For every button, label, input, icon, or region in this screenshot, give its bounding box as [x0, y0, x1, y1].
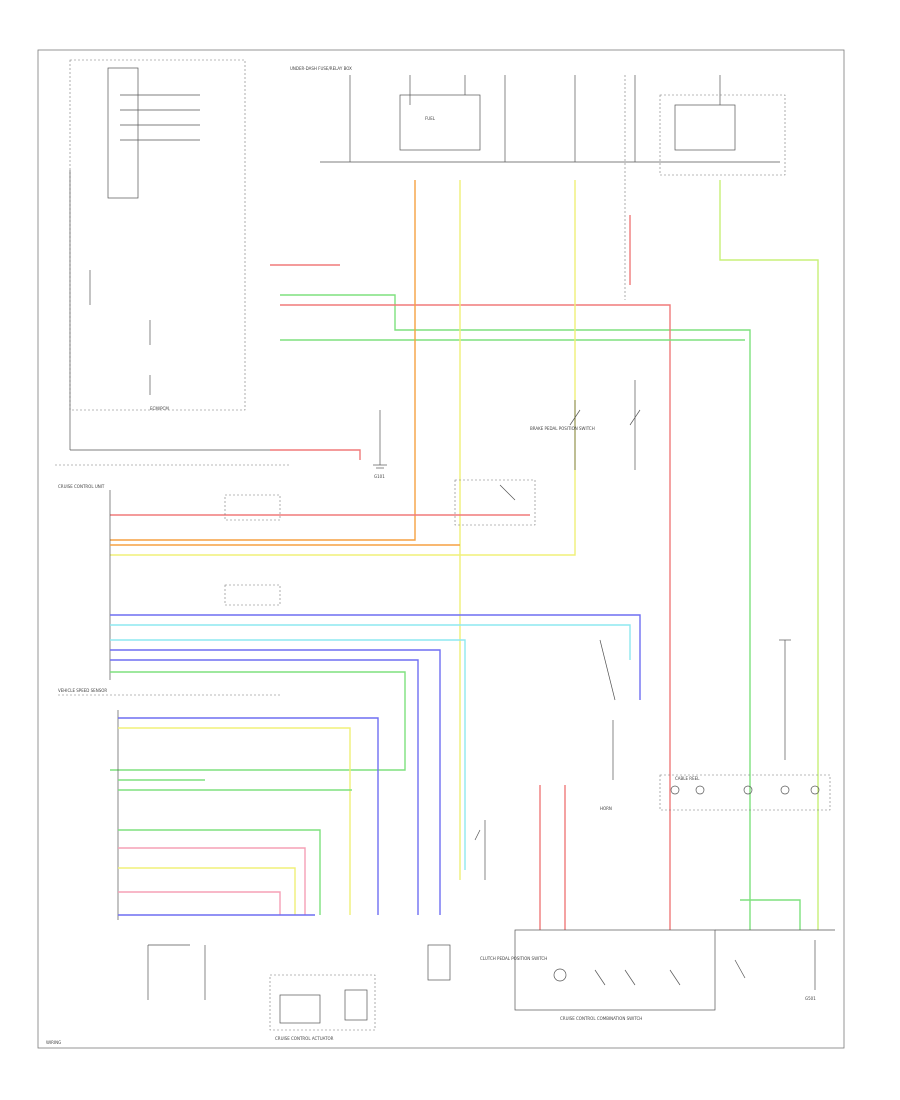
horn-label: HORN	[600, 806, 612, 811]
cable-reel: CABLE REEL	[659, 774, 831, 811]
wire-light-blue-1	[110, 624, 631, 660]
ecm-block: ECM/PCM	[69, 59, 290, 451]
ecm-label: ECM/PCM	[150, 406, 169, 411]
clutch-switch: CLUTCH PEDAL POSITION SWITCH	[427, 820, 547, 981]
main-relay-label: FUEL	[425, 116, 436, 121]
horn-block: HORN	[599, 639, 791, 811]
wire-green-1	[280, 294, 751, 930]
cruise-control-unit: CRUISE CONTROL UNIT	[55, 464, 290, 680]
wire-green-6	[118, 829, 321, 915]
relay-icon	[399, 94, 481, 151]
wire-blue-1	[110, 649, 441, 915]
fuse-relay-box: UNDER-DASH FUSE/RELAY BOX FUEL	[290, 66, 786, 300]
clutch-switch-label: CLUTCH PEDAL POSITION SWITCH	[480, 956, 547, 961]
ground-g4-label: G501	[805, 996, 816, 1001]
lower-wires	[118, 717, 801, 930]
diagram-frame	[37, 49, 845, 1049]
wire-red-1	[280, 304, 671, 930]
wire-blue-2	[110, 659, 419, 915]
wire-pink-2	[118, 891, 281, 915]
steering-switch-label: CRUISE CONTROL COMBINATION SWITCH	[560, 1016, 642, 1021]
wire-yellow-4	[118, 867, 296, 915]
ground-g1-label: G101	[374, 474, 385, 479]
wire-purple-1	[110, 614, 641, 700]
switch-icon	[734, 959, 746, 979]
wire-blue-3	[118, 717, 379, 915]
wire-green-3	[110, 671, 406, 771]
wire-yellow-green	[719, 180, 819, 930]
brake-switch-label: BRAKE PEDAL POSITION SWITCH	[530, 426, 595, 431]
cable-reel-label: CABLE REEL	[675, 776, 700, 781]
wire-red-ground	[270, 449, 361, 460]
wire-yellow-3	[118, 727, 351, 915]
wire-yellow-2	[110, 180, 576, 556]
vss-block: VEHICLE SPEED SENSOR	[58, 688, 280, 920]
vss-label: VEHICLE SPEED SENSOR	[58, 688, 107, 693]
fuse-box-label: UNDER-DASH FUSE/RELAY BOX	[290, 66, 352, 71]
ground-icon: G101	[373, 410, 387, 479]
steering-switch: CRUISE CONTROL COMBINATION SWITCH	[514, 929, 835, 1021]
wire-light-blue-2	[110, 639, 466, 870]
mid-wires	[110, 544, 641, 915]
brake-switch: BRAKE PEDAL POSITION SWITCH	[454, 380, 641, 526]
cruise-unit-label: CRUISE CONTROL UNIT	[58, 484, 105, 489]
wire-orange	[110, 180, 416, 541]
page-code: WIRING	[46, 1040, 61, 1045]
actuator-block: CRUISE CONTROL ACTUATOR G501 WIRING	[46, 940, 816, 1045]
upper-wires	[110, 180, 819, 930]
wire-green-7	[740, 899, 801, 930]
connector-icon	[670, 785, 680, 795]
wire-pink	[118, 847, 306, 915]
actuator-label: CRUISE CONTROL ACTUATOR	[275, 1036, 334, 1041]
